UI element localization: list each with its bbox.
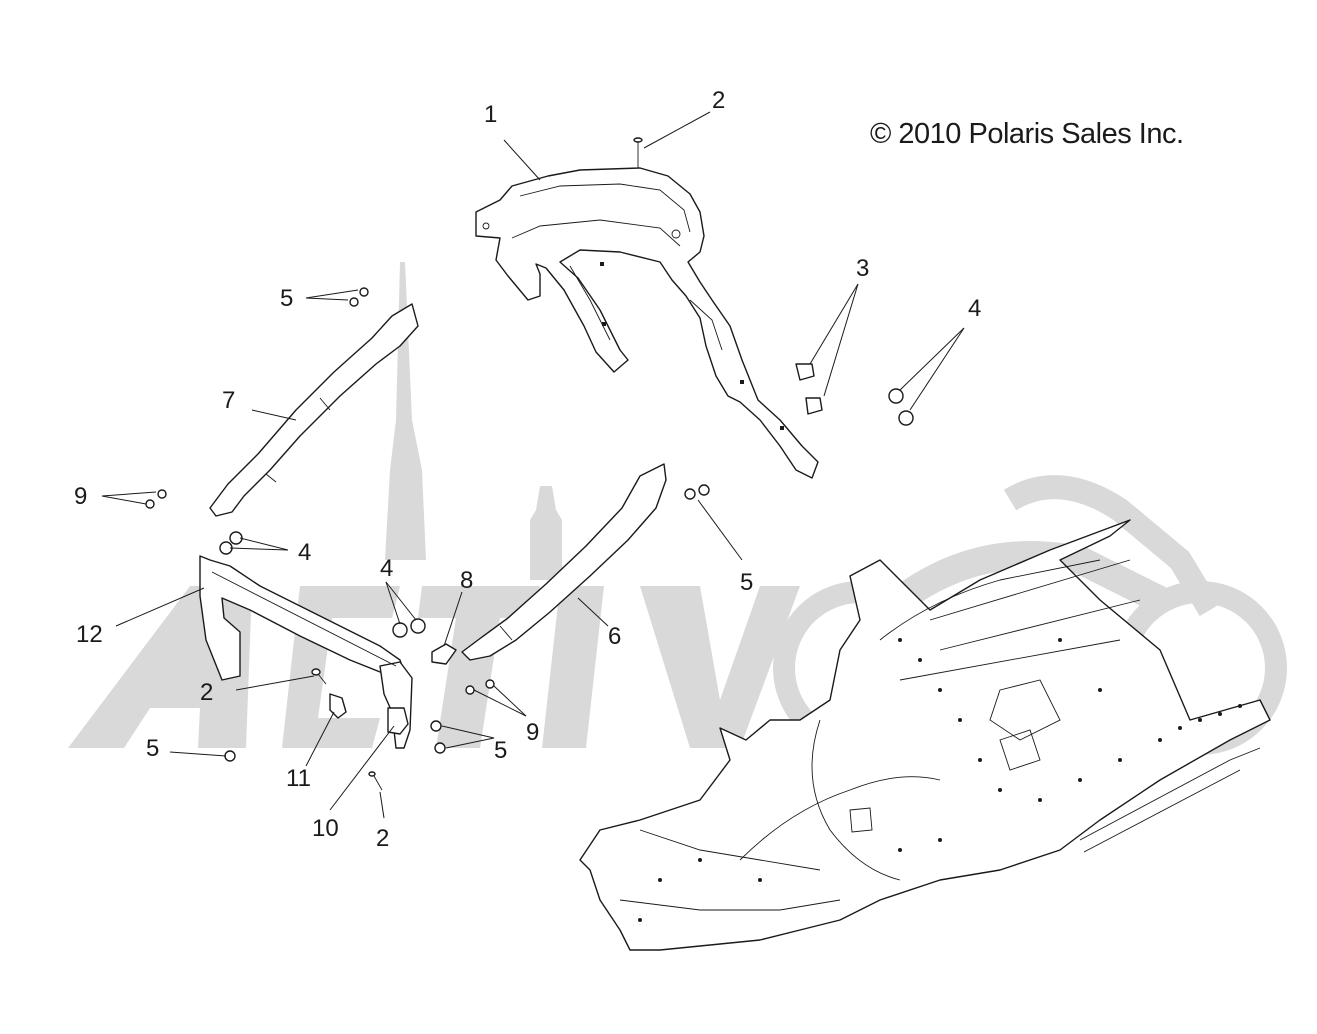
callout-9-left: 9 — [74, 483, 87, 510]
part-5-bolts-left-top — [349, 287, 369, 307]
callout-2-top: 2 — [712, 87, 725, 114]
part-2-pin-mid — [311, 668, 327, 685]
part-8-plate — [431, 643, 457, 665]
callout-6: 6 — [608, 623, 621, 650]
part-2-pin-bottom — [368, 771, 383, 791]
part-4-nuts-left — [219, 531, 243, 555]
copyright-notice: © 2010 Polaris Sales Inc. — [870, 118, 1184, 150]
callout-5-mid: 5 — [494, 737, 507, 764]
leader-lines — [101, 111, 965, 819]
part-2-pin-top — [633, 137, 643, 168]
callout-2-mid: 2 — [200, 679, 213, 706]
callout-9-mid: 9 — [526, 719, 539, 746]
part-5-bolts-mid — [430, 720, 446, 754]
callout-4-right: 4 — [968, 295, 981, 322]
callout-10: 10 — [312, 815, 339, 842]
callout-4-mid: 4 — [380, 555, 393, 582]
callout-8: 8 — [460, 567, 473, 594]
callout-2-bottom: 2 — [376, 825, 389, 852]
callout-1: 1 — [484, 101, 497, 128]
part-4-nuts-right — [888, 388, 914, 426]
callout-11: 11 — [286, 765, 311, 792]
part-5-bolts-upper-right — [684, 484, 710, 500]
callout-5-upper-right: 5 — [740, 569, 753, 596]
callout-4-left: 4 — [298, 539, 311, 566]
part-5-bolt-lower-left — [224, 750, 236, 762]
chassis-tunnel — [579, 519, 1271, 951]
callout-3: 3 — [856, 255, 869, 282]
chassis-holes — [638, 638, 1242, 922]
callout-5-top-left: 5 — [280, 285, 293, 312]
callout-labels: 1 2 3 4 5 7 9 4 12 4 8 6 5 2 9 11 5 5 10… — [74, 87, 981, 852]
part-7-left-strut — [209, 303, 419, 517]
callout-5-lower-left: 5 — [146, 735, 159, 762]
callout-12: 12 — [76, 621, 103, 648]
part-4-nuts-mid — [392, 618, 426, 638]
part-6-right-strut — [461, 463, 667, 661]
part-9-bolts-left — [145, 489, 167, 509]
part-3-bolts — [795, 363, 823, 415]
watermark-spire — [385, 262, 426, 560]
part-1-upper-hoop — [475, 167, 819, 479]
callout-7: 7 — [222, 387, 235, 414]
